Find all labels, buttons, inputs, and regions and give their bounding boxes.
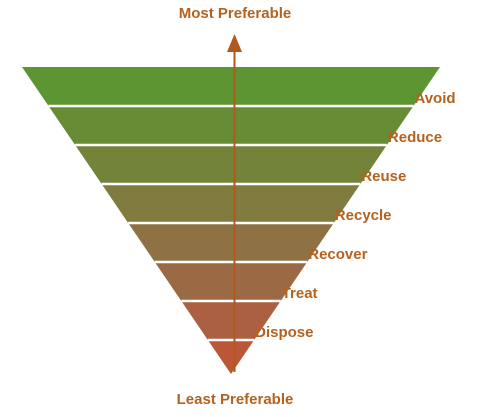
pyramid-band-3 [75, 145, 387, 184]
pyramid-band-7 [181, 301, 281, 340]
pyramid-band-6 [154, 262, 308, 301]
level-label-treat: Treat [281, 285, 318, 302]
level-label-recover: Recover [308, 246, 368, 263]
pyramid-band-1 [22, 67, 440, 106]
level-label-avoid: Avoid [414, 90, 456, 107]
pyramid-band-2 [48, 106, 414, 145]
pyramid-band-5 [128, 223, 334, 262]
arrow-head-icon [227, 34, 242, 52]
least-preferable-label: Least Preferable [176, 391, 294, 408]
pyramid-band-4 [101, 184, 361, 223]
level-label-reuse: Reuse [361, 168, 407, 185]
level-label-dispose: Dispose [255, 324, 314, 341]
pyramid-band-8 [207, 340, 255, 374]
level-label-recycle: Recycle [334, 207, 392, 224]
preference-arrow [227, 34, 242, 372]
level-label-reduce: Reduce [387, 129, 443, 146]
most-preferable-label: Most Preferable [178, 5, 292, 22]
